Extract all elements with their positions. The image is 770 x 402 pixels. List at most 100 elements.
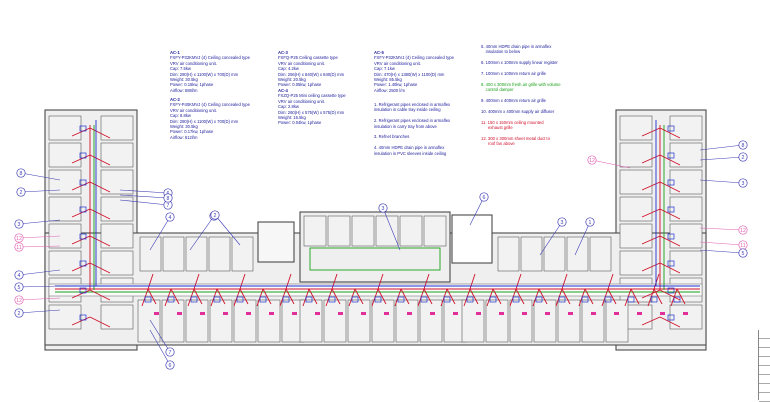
- indoor-unit: [79, 125, 87, 132]
- spec-line: Cap: 7.1kw: [374, 66, 395, 72]
- room: [669, 250, 703, 276]
- spec-line: VRV air conditioning unit.: [170, 107, 217, 113]
- spec-line: Cap: 7.5kw: [170, 66, 191, 72]
- branch-duct: [71, 316, 91, 326]
- room: [209, 299, 233, 343]
- callout-bubble: [165, 347, 175, 357]
- exhaust-grille: [522, 312, 527, 315]
- indoor-unit: [558, 296, 566, 303]
- indoor-unit: [627, 296, 635, 303]
- branch-duct: [446, 288, 456, 305]
- callout-label: 6: [169, 363, 172, 369]
- indoor-unit: [667, 233, 675, 240]
- branch-duct: [147, 273, 154, 290]
- spec-line: Weight: 30.5kg: [170, 77, 198, 83]
- room: [208, 236, 231, 272]
- callout-bubble: [16, 168, 26, 178]
- callout-bubble: [738, 178, 748, 188]
- room: [485, 299, 509, 343]
- spec-line: Power: 0.04kw, 1phase: [278, 120, 322, 126]
- callout-bubble: [163, 193, 173, 203]
- spec-line: Weight: 30.5kg: [170, 124, 198, 130]
- spec-line: AC-1: [170, 50, 180, 55]
- exhaust-grille: [430, 312, 435, 315]
- title-block-cell: [759, 348, 770, 357]
- title-block-cell: [759, 384, 770, 393]
- callout-leader: [699, 144, 744, 151]
- indoor-unit: [667, 179, 675, 186]
- spec-line: FXFQ-P25 Ceiling cassette type: [278, 55, 338, 61]
- callout-bubble: [738, 225, 748, 235]
- room: [589, 236, 612, 272]
- branch-duct: [89, 262, 111, 274]
- callout-bubble: [14, 242, 24, 252]
- fresh-air-loop: [309, 247, 441, 271]
- exhaust-grille: [407, 312, 412, 315]
- room: [669, 169, 703, 195]
- title-block-strip: [758, 330, 770, 402]
- room: [137, 299, 161, 343]
- callout-bubble: [557, 217, 567, 227]
- branch-duct: [515, 288, 525, 305]
- note-line: 11. 150 x 150mm ceiling mounted: [481, 119, 544, 125]
- indoor-unit: [667, 314, 675, 321]
- callout-leader: [699, 156, 744, 161]
- room: [619, 115, 653, 141]
- branch-duct: [89, 316, 111, 328]
- note-line: insulation in carry tray from above: [374, 123, 437, 129]
- spec-line: VRV air conditioning unit.: [278, 98, 325, 104]
- room: [185, 236, 208, 272]
- callout-bubble: [14, 219, 24, 229]
- indoor-unit: [489, 296, 497, 303]
- callout-leader: [18, 297, 61, 301]
- room: [520, 236, 543, 272]
- branch-duct: [653, 273, 660, 290]
- callout-leader: [18, 245, 61, 248]
- callout-leader: [214, 214, 241, 246]
- room: [619, 169, 653, 195]
- room: [347, 299, 371, 343]
- room: [185, 299, 209, 343]
- branch-duct: [71, 127, 91, 137]
- spec-line: Cap: 8.8kw: [170, 113, 191, 119]
- room: [395, 299, 419, 343]
- branch-duct: [538, 288, 548, 305]
- room: [162, 236, 185, 272]
- indoor-unit: [79, 206, 87, 213]
- branch-duct: [354, 288, 364, 305]
- indoor-unit: [667, 206, 675, 213]
- branch-duct: [641, 154, 661, 164]
- room: [669, 115, 703, 141]
- branch-duct: [641, 127, 661, 137]
- room: [543, 236, 566, 272]
- exhaust-grille: [315, 312, 320, 315]
- spec-line: Cap: 2.8kw: [278, 104, 299, 110]
- room: [323, 299, 347, 343]
- note-line: 8. 400 x 300mm fresh air grille with vol…: [481, 81, 561, 87]
- branch-duct: [641, 235, 661, 245]
- room: [605, 299, 629, 343]
- spec-line: AC-4: [278, 88, 288, 93]
- indoor-unit: [282, 296, 290, 303]
- spec-line: Power: 0.15kw, 1phase: [170, 82, 214, 88]
- callout-leader: [189, 215, 215, 251]
- indoor-unit: [144, 296, 152, 303]
- indoor-unit: [535, 296, 543, 303]
- branch-duct: [400, 288, 410, 305]
- indoor-unit: [581, 296, 589, 303]
- callout-label: 7: [169, 350, 172, 356]
- room: [533, 299, 557, 343]
- room: [139, 236, 162, 272]
- indoor-unit: [79, 287, 87, 294]
- exhaust-grille: [476, 312, 481, 315]
- callout-leader: [119, 199, 169, 206]
- exhaust-grille: [338, 312, 343, 315]
- callout-label: 5: [18, 285, 21, 291]
- room: [48, 115, 82, 141]
- room: [48, 250, 82, 276]
- callout-bubble: [738, 248, 748, 258]
- note-line: insulation in PVC sleeves inside ceiling: [374, 150, 447, 156]
- note-line: roof fan above: [481, 141, 515, 147]
